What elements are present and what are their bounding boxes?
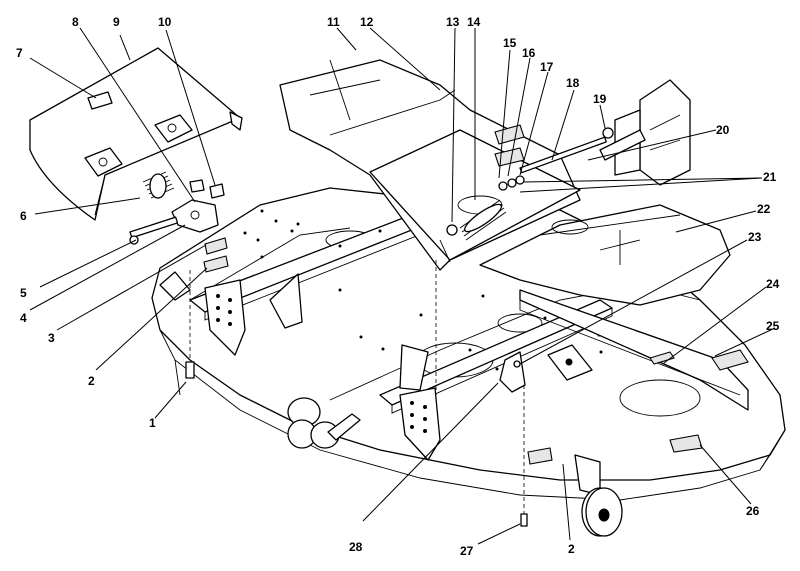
callout-2: 2 [568, 542, 575, 556]
left-brackets [159, 271, 441, 461]
callout-22: 22 [757, 202, 771, 216]
callout-15: 15 [503, 36, 517, 50]
decals [203, 237, 749, 465]
callout-9: 9 [113, 15, 120, 29]
right-belt-cover [479, 204, 731, 306]
callout-8: 8 [72, 15, 79, 29]
callout-17: 17 [540, 60, 554, 74]
callout-6: 6 [20, 209, 27, 223]
callout-23: 23 [748, 230, 762, 244]
leader-lines [29, 27, 776, 545]
callout-4: 4 [20, 311, 27, 325]
callout-20: 20 [716, 123, 730, 137]
callout-7: 7 [16, 46, 23, 60]
callout-5: 5 [20, 286, 27, 300]
left-belt-cover [29, 47, 243, 221]
callout-2: 2 [88, 374, 95, 388]
callout-10: 10 [158, 15, 172, 29]
callout-19: 19 [593, 92, 607, 106]
pivot-bracket [499, 344, 593, 393]
bolt-1 [185, 270, 195, 379]
caster-wheel [574, 454, 623, 537]
callout-21: 21 [763, 170, 777, 184]
callout-18: 18 [566, 76, 580, 90]
mount-bracket [599, 79, 691, 186]
frame-rails [189, 199, 749, 414]
callout-28: 28 [349, 540, 363, 554]
spring [142, 171, 175, 199]
callout-26: 26 [746, 504, 760, 518]
callout-27: 27 [460, 544, 474, 558]
callout-3: 3 [48, 331, 55, 345]
callout-14: 14 [467, 15, 481, 29]
callout-11: 11 [327, 15, 340, 29]
idler-hardware [446, 127, 614, 241]
callout-24: 24 [766, 277, 780, 291]
callout-1: 1 [149, 416, 156, 430]
callout-13: 13 [446, 15, 460, 29]
callout-25: 25 [766, 319, 780, 333]
callout-12: 12 [360, 15, 374, 29]
callouts: 1 2 2 3 4 5 6 7 8 9 10 11 12 13 14 15 16… [16, 15, 780, 558]
callout-16: 16 [522, 46, 536, 60]
hinge-bracket-hardware [129, 179, 225, 245]
